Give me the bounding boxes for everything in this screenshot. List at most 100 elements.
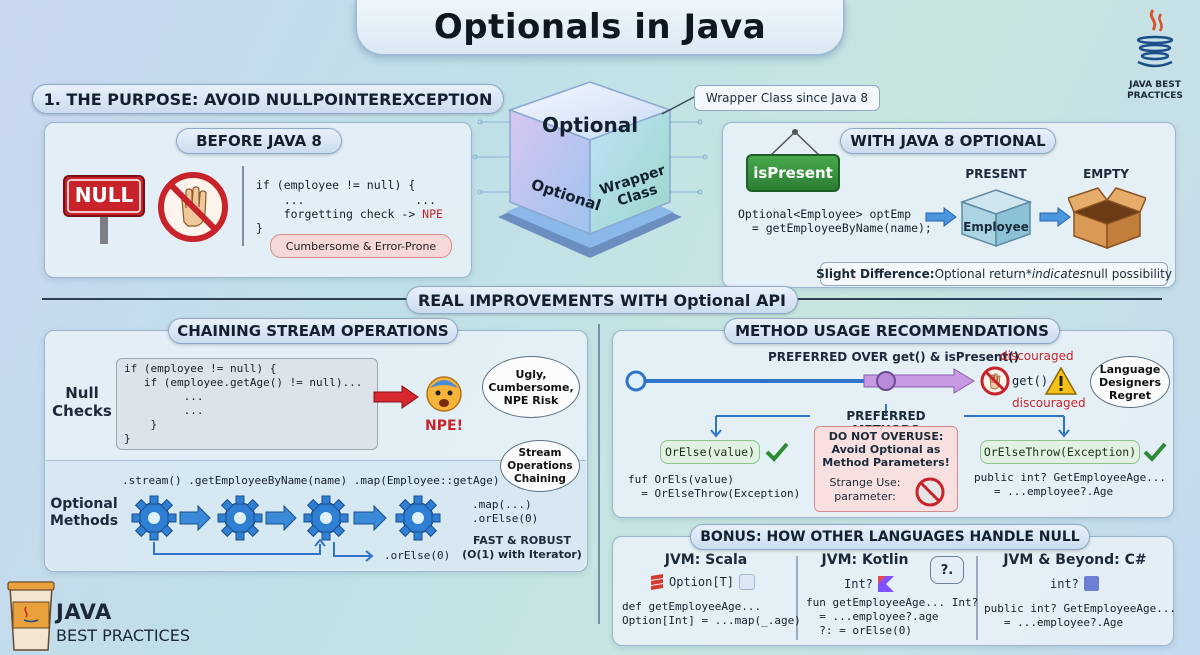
empty-label: EMPTY bbox=[1083, 167, 1129, 181]
null-code-line-4: ... bbox=[124, 404, 204, 417]
csharp-code-1: public int? GetEmployeeAge... bbox=[984, 602, 1177, 615]
right-code-line-2: = ...employee?.Age bbox=[974, 485, 1114, 498]
npe-text: NPE bbox=[422, 207, 443, 221]
present-label: PRESENT bbox=[965, 167, 1027, 181]
bonus-divider-1 bbox=[796, 556, 798, 640]
scala-code-2: Option[Int] = ...map(_.age) bbox=[622, 614, 801, 627]
check-icon bbox=[765, 442, 789, 462]
prohibited-hand-icon bbox=[158, 172, 228, 242]
scala-code-1: def getEmployeeAge... bbox=[622, 600, 762, 613]
regret-bubble: Language Designers Regret bbox=[1090, 356, 1170, 408]
improvements-heading: REAL IMPROVEMENTS WITH Optional API bbox=[406, 286, 798, 314]
null-code-line-5: } bbox=[124, 418, 158, 431]
with-code-line-2: = getEmployeeByName(name); bbox=[738, 221, 932, 235]
map-code-2: .orElse(0) bbox=[472, 512, 539, 525]
csharp-code-2: = ...employee?.Age bbox=[984, 616, 1124, 629]
stop-hand-icon bbox=[980, 366, 1010, 396]
bonus-panel bbox=[612, 536, 1174, 646]
page-title: Optionals in Java bbox=[433, 7, 767, 47]
null-checks-label: Null Checks bbox=[52, 384, 112, 420]
strange-use-text: Strange Use: parameter: bbox=[829, 476, 901, 503]
scala-logo-icon bbox=[651, 574, 663, 590]
forbidden-icon bbox=[915, 477, 945, 507]
kotlin-type: Int? bbox=[844, 577, 873, 591]
arrow-right-icon bbox=[925, 207, 957, 227]
csharp-type-row: int? bbox=[1050, 576, 1099, 591]
coffee-cup-logo-icon bbox=[7, 581, 55, 651]
overuse-text: DO NOT OVERUSE: Avoid Optional as Method… bbox=[822, 430, 950, 469]
before-java8-title: BEFORE JAVA 8 bbox=[176, 128, 342, 154]
vertical-divider bbox=[598, 324, 600, 624]
or-else-method: OrElse(value) bbox=[660, 440, 760, 464]
left-code-line-1: fuf OrEls(value) bbox=[628, 473, 734, 486]
discouraged-top-label: discouraged bbox=[1000, 349, 1074, 363]
stream-code: .stream() .getEmployeeByName(name) .map(… bbox=[122, 474, 500, 487]
sign-hanger bbox=[769, 129, 821, 157]
java-cup-icon bbox=[1136, 9, 1174, 68]
kotlin-code-3: ?: = orElse(0) bbox=[806, 624, 912, 637]
before-code-line-3: forgetting check -> NPE bbox=[256, 207, 443, 221]
kotlin-type-row: Int? bbox=[844, 576, 894, 592]
cube-top-label: Optional bbox=[542, 113, 639, 137]
before-code-line-1: if (employee != null) { bbox=[256, 178, 416, 192]
purpose-heading: 1. THE PURPOSE: AVOID NULLPOINTEREXCEPTI… bbox=[32, 84, 504, 114]
cumbersome-tag: Cumbersome & Error-Prone bbox=[270, 234, 452, 258]
discouraged-bottom-label: discouraged bbox=[1012, 396, 1086, 410]
bonus-title: BONUS: HOW OTHER LANGUAGES HANDLE NULL bbox=[690, 524, 1090, 550]
present-box-icon bbox=[959, 189, 1033, 248]
kotlin-code-2: = ...employee?.age bbox=[806, 610, 939, 623]
check-icon bbox=[1143, 442, 1167, 462]
preference-slider-graphic bbox=[625, 368, 975, 394]
left-code-line-2: = OrElseThrow(Exception) bbox=[628, 487, 801, 500]
null-sign-icon bbox=[63, 175, 145, 244]
red-arrow-icon bbox=[373, 385, 419, 409]
gear-chain-graphic bbox=[131, 495, 441, 562]
null-checks-code-box bbox=[116, 358, 378, 450]
method-usage-title: METHOD USAGE RECOMMENDATIONS bbox=[724, 318, 1060, 344]
employee-box-label: Employee bbox=[963, 220, 1029, 234]
csharp-logo-icon bbox=[1083, 576, 1099, 591]
get-method-label: get() bbox=[1012, 374, 1049, 388]
scala-type-row: Option[T] bbox=[650, 574, 756, 590]
wrapper-class-callout: Wrapper Class since Java 8 bbox=[694, 85, 880, 111]
fast-robust-label: FAST & ROBUST (O(1) with Iterator) bbox=[462, 534, 582, 561]
before-divider bbox=[242, 166, 244, 246]
arrow-right-icon bbox=[1039, 207, 1071, 227]
kotlin-safe-call-bubble: ?. bbox=[930, 556, 964, 584]
ugly-bubble: Ugly, Cumbersome, NPE Risk bbox=[482, 356, 580, 418]
map-code-1: .map(...) bbox=[472, 498, 532, 511]
brand-top-line1: JAVA BEST bbox=[1129, 80, 1181, 90]
with-java8-title: WITH JAVA 8 OPTIONAL bbox=[840, 128, 1056, 154]
orelse-code: .orElse(0) bbox=[384, 549, 451, 562]
optional-cube-graphic bbox=[472, 81, 708, 258]
with-code-line-1: Optional<Employee> optEmp bbox=[738, 207, 912, 221]
warning-icon bbox=[1044, 366, 1078, 395]
kotlin-title: JVM: Kotlin bbox=[821, 552, 909, 568]
scala-type: Option[T] bbox=[669, 575, 735, 589]
chaining-title: CHAINING STREAM OPERATIONS bbox=[168, 318, 458, 344]
slight-difference-note: Slight Difference: Optional return *indi… bbox=[816, 262, 1172, 286]
title-banner: Optionals in Java bbox=[355, 0, 845, 56]
scala-title: JVM: Scala bbox=[664, 552, 748, 568]
null-sign-text: NULL bbox=[74, 183, 134, 207]
or-else-throw-method: OrElseThrow(Exception) bbox=[980, 440, 1140, 464]
csharp-title: JVM & Beyond: C# bbox=[1003, 552, 1147, 568]
before-code-line-2: ... ... bbox=[256, 193, 437, 207]
null-code-line-1: if (employee != null) { bbox=[124, 362, 277, 375]
is-present-sign: isPresent bbox=[746, 154, 840, 192]
null-code-line-2: if (employee.getAge() != null)... bbox=[124, 376, 363, 389]
empty-box-icon bbox=[1068, 187, 1146, 250]
brand-bottom-line1: JAVA bbox=[56, 600, 112, 624]
preferred-over-label: PREFERRED OVER get() & isPresent() bbox=[768, 350, 1020, 364]
callout-pointer bbox=[661, 95, 697, 115]
right-code-line-1: public int? GetEmployeeAge... bbox=[974, 471, 1167, 484]
brand-top-line2: PRACTICES bbox=[1127, 91, 1183, 101]
brand-bottom-line2: BEST PRACTICES bbox=[56, 626, 190, 645]
null-code-line-3: ... bbox=[124, 390, 204, 403]
scala-doc-icon bbox=[739, 574, 756, 590]
stream-bubble: Stream Operations Chaining bbox=[500, 440, 580, 492]
before-code-close: } bbox=[256, 221, 263, 235]
optional-methods-label: Optional Methods bbox=[50, 496, 119, 529]
kotlin-code-1: fun getEmployeeAge... Int? bbox=[806, 596, 979, 609]
preferred-branch-lines bbox=[710, 404, 1070, 438]
